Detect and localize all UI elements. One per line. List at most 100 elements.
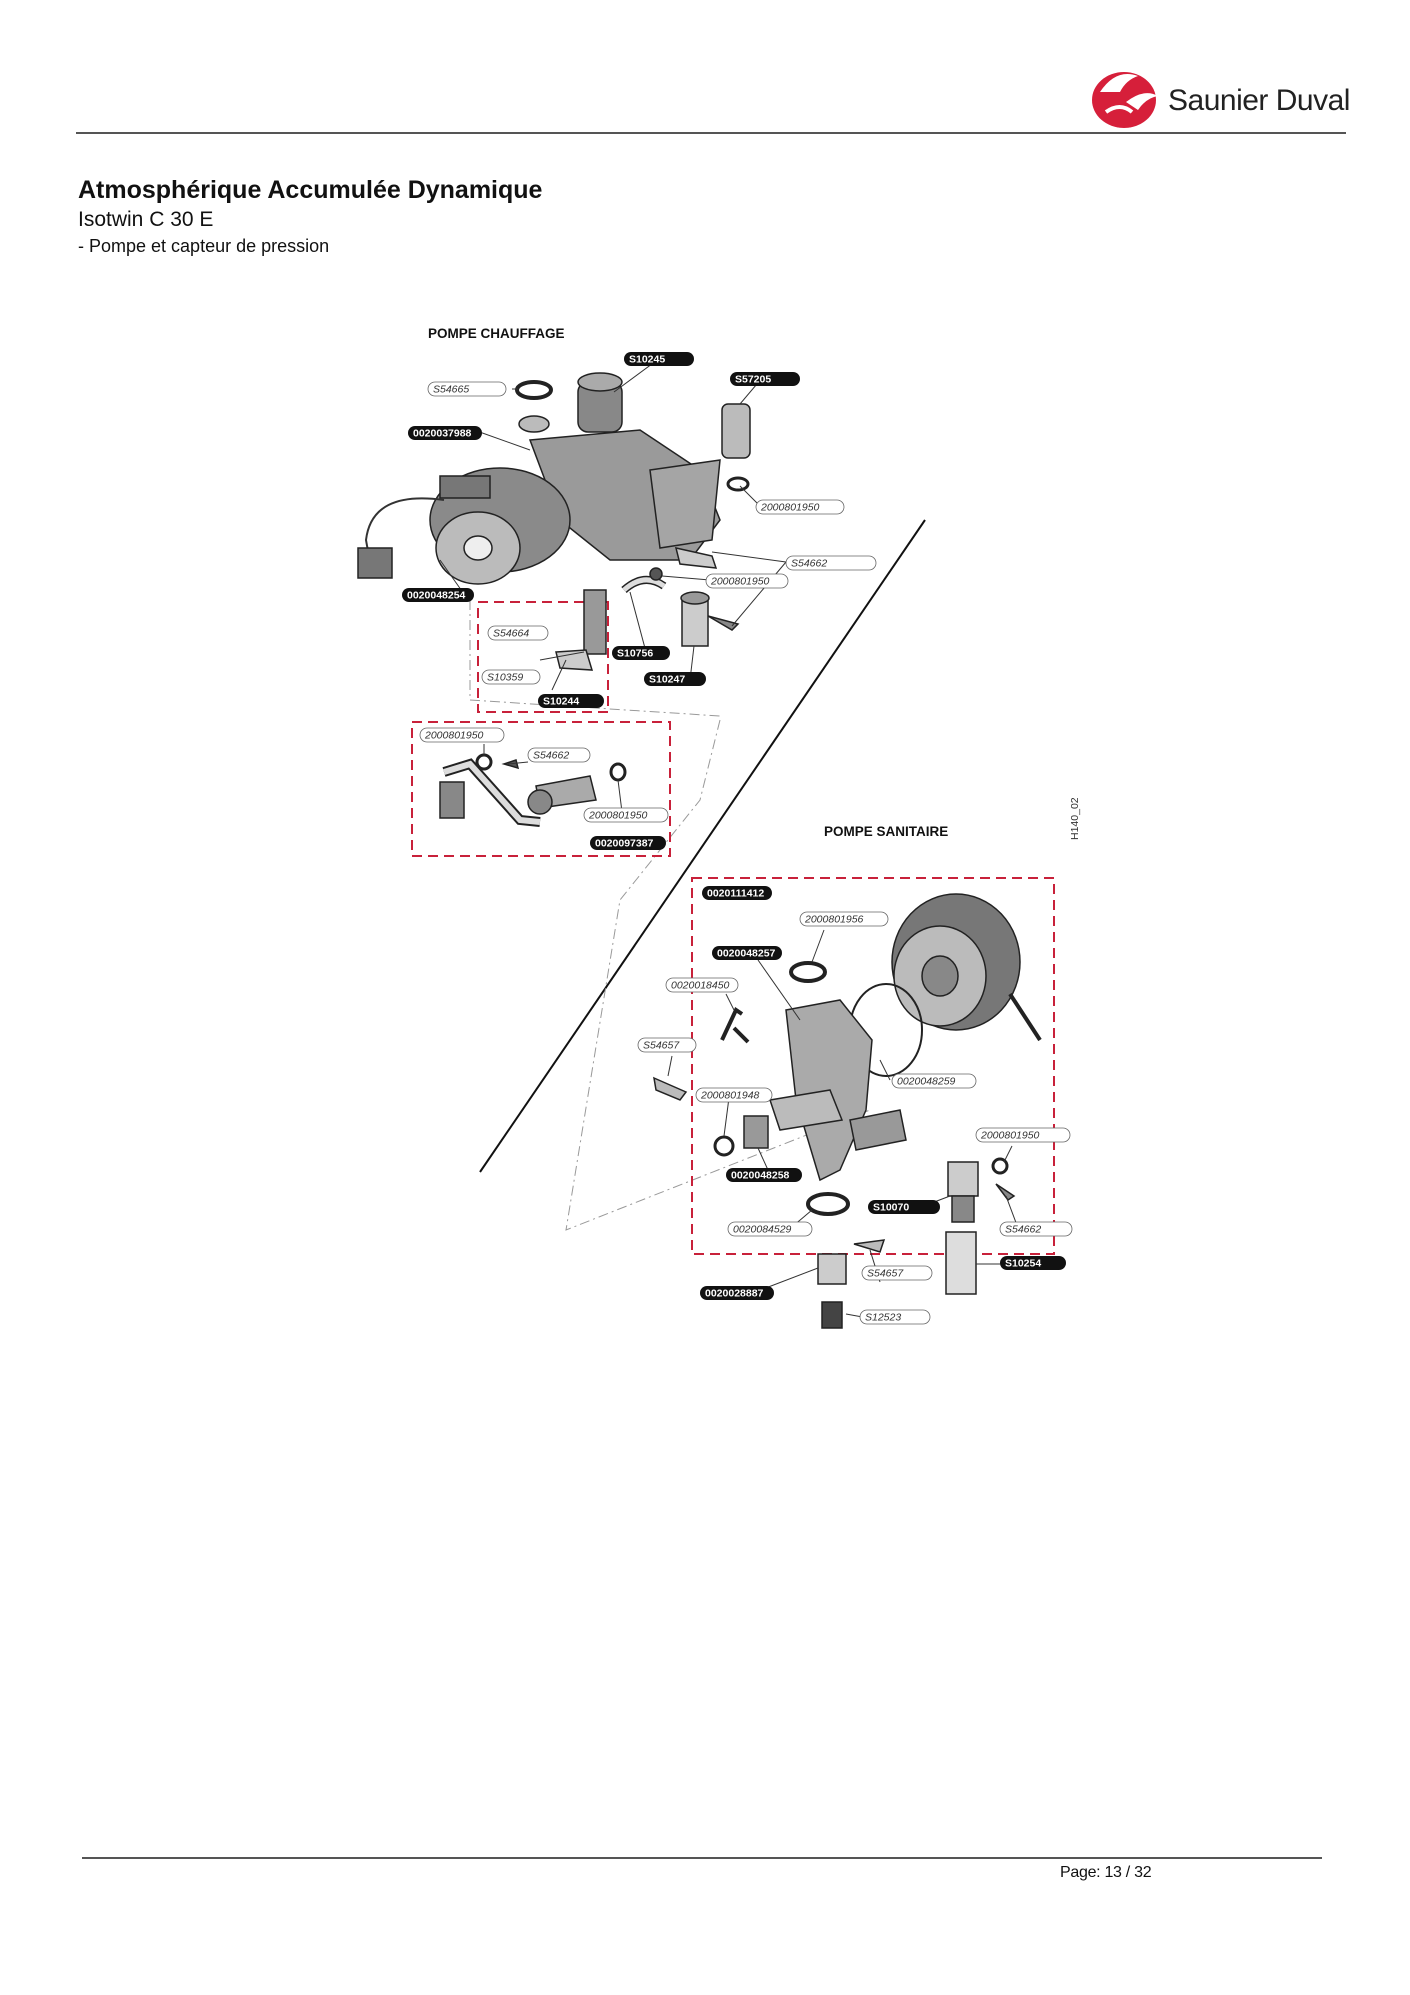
part-label-pill: [705, 573, 789, 589]
brand-name: Saunier Duval: [1168, 84, 1350, 117]
part-number: S54665: [433, 384, 469, 396]
part-label: S54662: [527, 747, 591, 763]
header-divider: [76, 132, 1346, 134]
part-number: S12523: [865, 1312, 901, 1324]
part-number: S54662: [533, 750, 569, 762]
part-label-pill: [419, 727, 505, 743]
part-label: 0020048254: [402, 588, 474, 602]
part-number: 0020018450: [671, 980, 730, 992]
part-number: S10247: [649, 674, 685, 686]
part-label-pill: [891, 1073, 977, 1089]
part-label-pill: [402, 588, 474, 602]
part-label-pill: [583, 807, 669, 823]
part-label: S10070: [868, 1200, 940, 1214]
part-label: S10359: [481, 669, 541, 685]
part-number: S10359: [487, 672, 523, 684]
part-label: S10244: [538, 694, 604, 708]
part-label-pill: [785, 555, 877, 571]
part-label-pill: [702, 886, 772, 900]
part-label-pill: [712, 946, 782, 960]
part-label: 2000801950: [755, 499, 845, 515]
drawing-reference: H140_02: [1069, 797, 1081, 840]
part-label-pill: [730, 372, 800, 386]
part-number: S54662: [1005, 1224, 1041, 1236]
part-label: S54657: [861, 1265, 933, 1281]
part-label-pill: [538, 694, 604, 708]
part-label-pill: [644, 672, 706, 686]
part-label: 2000801950: [419, 727, 505, 743]
part-number: S54657: [643, 1040, 680, 1052]
part-label: 2000801948: [695, 1087, 773, 1103]
part-label-pill: [612, 646, 670, 660]
part-label-pill: [799, 911, 889, 927]
part-label: S54665: [427, 381, 507, 397]
part-number: S10070: [873, 1202, 909, 1214]
part-label: S54657: [637, 1037, 697, 1053]
part-number: S10245: [629, 354, 665, 366]
part-label: 0020111412: [702, 886, 772, 900]
part-number: 2000801950: [588, 810, 648, 822]
part-label: S54662: [785, 555, 877, 571]
part-number: S10756: [617, 648, 653, 660]
part-number: 2000801948: [700, 1090, 760, 1102]
part-label-pill: [755, 499, 845, 515]
part-label-pill: [665, 977, 739, 993]
group-box-dhw-pump: [691, 877, 1055, 1255]
part-label-pill: [487, 625, 549, 641]
heating-pump-heading: POMPE CHAUFFAGE: [428, 326, 565, 341]
group-box-pump-filter: [477, 601, 609, 713]
part-number: 0020028887: [705, 1288, 764, 1300]
part-label: S57205: [730, 372, 800, 386]
heating-pump-assembly: [357, 372, 751, 827]
part-number: 2000801950: [760, 502, 820, 514]
part-number: 2000801950: [980, 1130, 1040, 1142]
part-label-pill: [726, 1168, 802, 1182]
part-label-pill: [700, 1286, 774, 1300]
part-number: S10244: [543, 696, 579, 708]
part-label-pill: [868, 1200, 940, 1214]
part-number: 2000801956: [804, 914, 864, 926]
part-number: 0020048257: [717, 948, 776, 960]
part-label: 0020048259: [891, 1073, 977, 1089]
part-label-pill: [590, 836, 666, 850]
part-label: 2000801956: [799, 911, 889, 927]
part-label-pill: [408, 426, 482, 440]
part-number: S54662: [791, 558, 827, 570]
part-number: 0020048254: [407, 590, 466, 602]
part-number: S57205: [735, 374, 771, 386]
part-label-pill: [695, 1087, 773, 1103]
model-name: Isotwin C 30 E: [78, 208, 214, 231]
part-label: 0020084529: [727, 1221, 813, 1237]
dhw-pump-heading: POMPE SANITAIRE: [824, 824, 948, 839]
part-label: S54664: [487, 625, 549, 641]
part-number: 0020048258: [731, 1170, 790, 1182]
page-title: Atmosphérique Accumulée Dynamique: [78, 176, 543, 204]
part-label-pill: [624, 352, 694, 366]
part-number: S54657: [867, 1268, 904, 1280]
part-label-pill: [637, 1037, 697, 1053]
part-label: 0020028887: [700, 1286, 774, 1300]
part-number: 2000801950: [710, 576, 770, 588]
part-labels: S10245S57205S5466500200379882000801950S5…: [402, 352, 1073, 1325]
part-number: S10254: [1005, 1258, 1041, 1270]
part-number: 0020111412: [707, 888, 764, 900]
part-label: 2000801950: [975, 1127, 1071, 1143]
part-label: 2000801950: [583, 807, 669, 823]
part-label-pill: [999, 1221, 1073, 1237]
part-label: S10254: [1000, 1256, 1066, 1270]
section-name: - Pompe et capteur de pression: [78, 236, 330, 256]
part-label-pill: [859, 1309, 931, 1325]
part-label: 0020048258: [726, 1168, 802, 1182]
part-label-pill: [975, 1127, 1071, 1143]
part-number: 0020084529: [733, 1224, 792, 1236]
part-label-pill: [1000, 1256, 1066, 1270]
part-label: S12523: [859, 1309, 931, 1325]
part-label: S54662: [999, 1221, 1073, 1237]
part-label: 2000801950: [705, 573, 789, 589]
part-label: S10245: [624, 352, 694, 366]
footer-divider: [82, 1857, 1322, 1859]
part-label-pill: [527, 747, 591, 763]
part-number: 2000801950: [424, 730, 484, 742]
part-label-pill: [861, 1265, 933, 1281]
